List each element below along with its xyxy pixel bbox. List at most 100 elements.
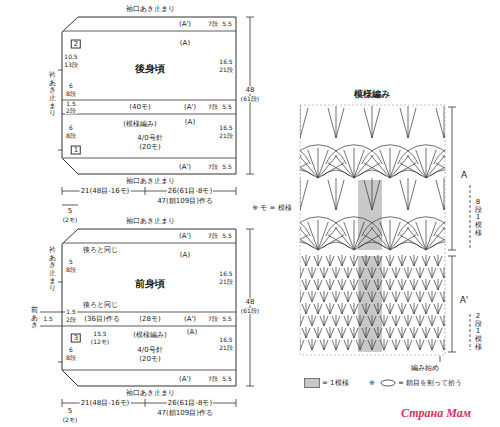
dimension-label: 47(鎖109目)作る <box>156 410 214 417</box>
dimension-label: ※ <box>368 380 376 387</box>
dimension-label: (A) <box>184 119 196 126</box>
callout-number: 2 <box>71 40 81 49</box>
dimension-label: 5 <box>67 408 73 415</box>
dimension-label: 5.5 <box>221 21 233 27</box>
dimension-label: 6 <box>68 347 74 353</box>
dimension-label: 48 <box>245 299 256 306</box>
dimension-label: 5.5 <box>221 376 233 382</box>
dimension-label: 袖口あき止まり <box>125 178 176 185</box>
stitch-chart-panel: 模様編み <box>300 105 445 355</box>
dimension-label: 6 <box>68 125 74 131</box>
dimension-label: 7段 <box>207 21 219 27</box>
dimension-label: (2モ) <box>62 417 79 423</box>
dimension-label: 21段 <box>218 279 234 285</box>
dimension-label: 7段 <box>207 164 219 170</box>
dimension-label: (模様編み) <box>122 121 157 128</box>
dimension-label: 8段 <box>65 91 77 97</box>
dimension-label: 13段 <box>63 62 79 68</box>
dimension-label: 7段 <box>207 376 219 382</box>
dimension-label: (20モ) <box>138 356 161 363</box>
dimension-label: (36目)作る <box>83 316 120 323</box>
dimension-label: 袖口あき止まり <box>125 6 176 13</box>
dimension-label: ※ モ = 模様 <box>251 205 292 212</box>
vertical-note: 衿あき止まり <box>49 247 56 293</box>
dimension-label: (20モ) <box>138 144 161 151</box>
dimension-label: 16.5 <box>218 125 233 131</box>
dimension-label: 袖口あき止まり <box>125 390 176 397</box>
dimension-lines <box>40 17 254 407</box>
dimension-label: (模様編み) <box>132 332 167 339</box>
dimension-label: 48 <box>245 87 256 94</box>
dimension-label: 5.5 <box>221 316 233 322</box>
dimension-label: (A') <box>178 376 192 383</box>
dimension-label: (28モ) <box>138 316 161 323</box>
dimension-label: 2段 <box>65 108 77 114</box>
dimension-label: A' <box>459 296 470 305</box>
dimension-label: 8段 <box>65 267 77 273</box>
dimension-label: 1.5 <box>65 101 77 107</box>
vertical-note: 8段1模様 <box>475 199 482 237</box>
dimension-label: A <box>460 171 468 180</box>
dimension-label: (A) <box>179 40 191 47</box>
dimension-label: 16.5 <box>218 59 233 65</box>
pattern-brackets <box>440 107 470 362</box>
dimension-label: 後ろと同じ <box>82 302 119 309</box>
dimension-label: (12モ) <box>90 339 110 345</box>
dimension-label: 5.5 <box>221 164 233 170</box>
dimension-label: (A') <box>178 21 192 28</box>
callout-number: 1 <box>71 146 81 155</box>
dimension-label: 1.5 <box>65 309 77 315</box>
stitch-chart <box>300 106 445 352</box>
dimension-label: (A') <box>178 233 192 240</box>
dimension-label: 21段 <box>218 345 234 351</box>
dimension-label: 21段 <box>218 67 234 73</box>
dimension-label: 21段 <box>218 133 234 139</box>
dimension-label: 21(48目-16モ) <box>80 400 131 407</box>
dimension-label: 16.5 <box>218 271 233 277</box>
dimension-label: 6 <box>68 83 74 89</box>
vertical-note: 前あき <box>31 307 38 330</box>
dimension-label: 編み始め <box>410 365 440 372</box>
dimension-label: 21(48目-16モ) <box>80 188 131 195</box>
dimension-label: 8段 <box>65 133 77 139</box>
dimension-label: 47(鎖109目)作る <box>156 198 214 205</box>
dimension-label: 26(61目-8モ) <box>167 188 213 195</box>
dimension-label: 2段 <box>65 317 77 323</box>
legend-text: = 鎖目を割って拾う <box>398 380 462 387</box>
callout-number: 3 <box>71 334 81 343</box>
dimension-label: 16.5 <box>218 337 233 343</box>
dimension-label: (A) <box>179 252 191 259</box>
dimension-label: 10.5 <box>63 54 78 60</box>
dimension-label: 5.5 <box>221 104 233 110</box>
legend-text: = 1模様 <box>322 380 349 387</box>
legend-swatch <box>304 378 320 388</box>
legend-chain-symbol <box>381 380 395 386</box>
dimension-label: (61段) <box>240 96 260 102</box>
dimension-label: (2モ) <box>62 217 79 223</box>
dimension-label: (40モ) <box>128 104 151 111</box>
dimension-label: (61段) <box>240 308 260 314</box>
dimension-label: (A') <box>178 164 192 171</box>
dimension-label: (A') <box>183 104 197 111</box>
vertical-note: 2段1模様 <box>475 313 482 351</box>
chart-border <box>300 105 445 355</box>
dimension-label: 5 <box>67 208 73 215</box>
dimension-label: 7段 <box>207 104 219 110</box>
dimension-label: 5 <box>68 259 74 265</box>
dimension-label: 1.5 <box>42 316 54 322</box>
dimension-label: 15.5 <box>92 331 107 337</box>
dimension-label: 後ろと同じ <box>82 247 119 254</box>
dimension-label: (A) <box>186 329 198 336</box>
watermark: Страна Мам <box>400 407 472 419</box>
dimension-label: 4/0号針 <box>136 347 163 354</box>
dimension-label: 袖口あき止まり <box>125 218 176 225</box>
piece-title: 模様編み <box>352 90 392 100</box>
dimension-label: 7段 <box>207 233 219 239</box>
piece-title: 前身頃 <box>133 278 167 289</box>
dimension-label: 4/0号針 <box>136 135 163 142</box>
dimension-label: (A') <box>183 316 197 323</box>
dimension-label: 5.5 <box>221 233 233 239</box>
piece-title: 後身頃 <box>133 63 167 74</box>
dimension-label: 26(61目-8モ) <box>167 400 213 407</box>
vertical-note: 衿あき止まり <box>49 72 56 118</box>
